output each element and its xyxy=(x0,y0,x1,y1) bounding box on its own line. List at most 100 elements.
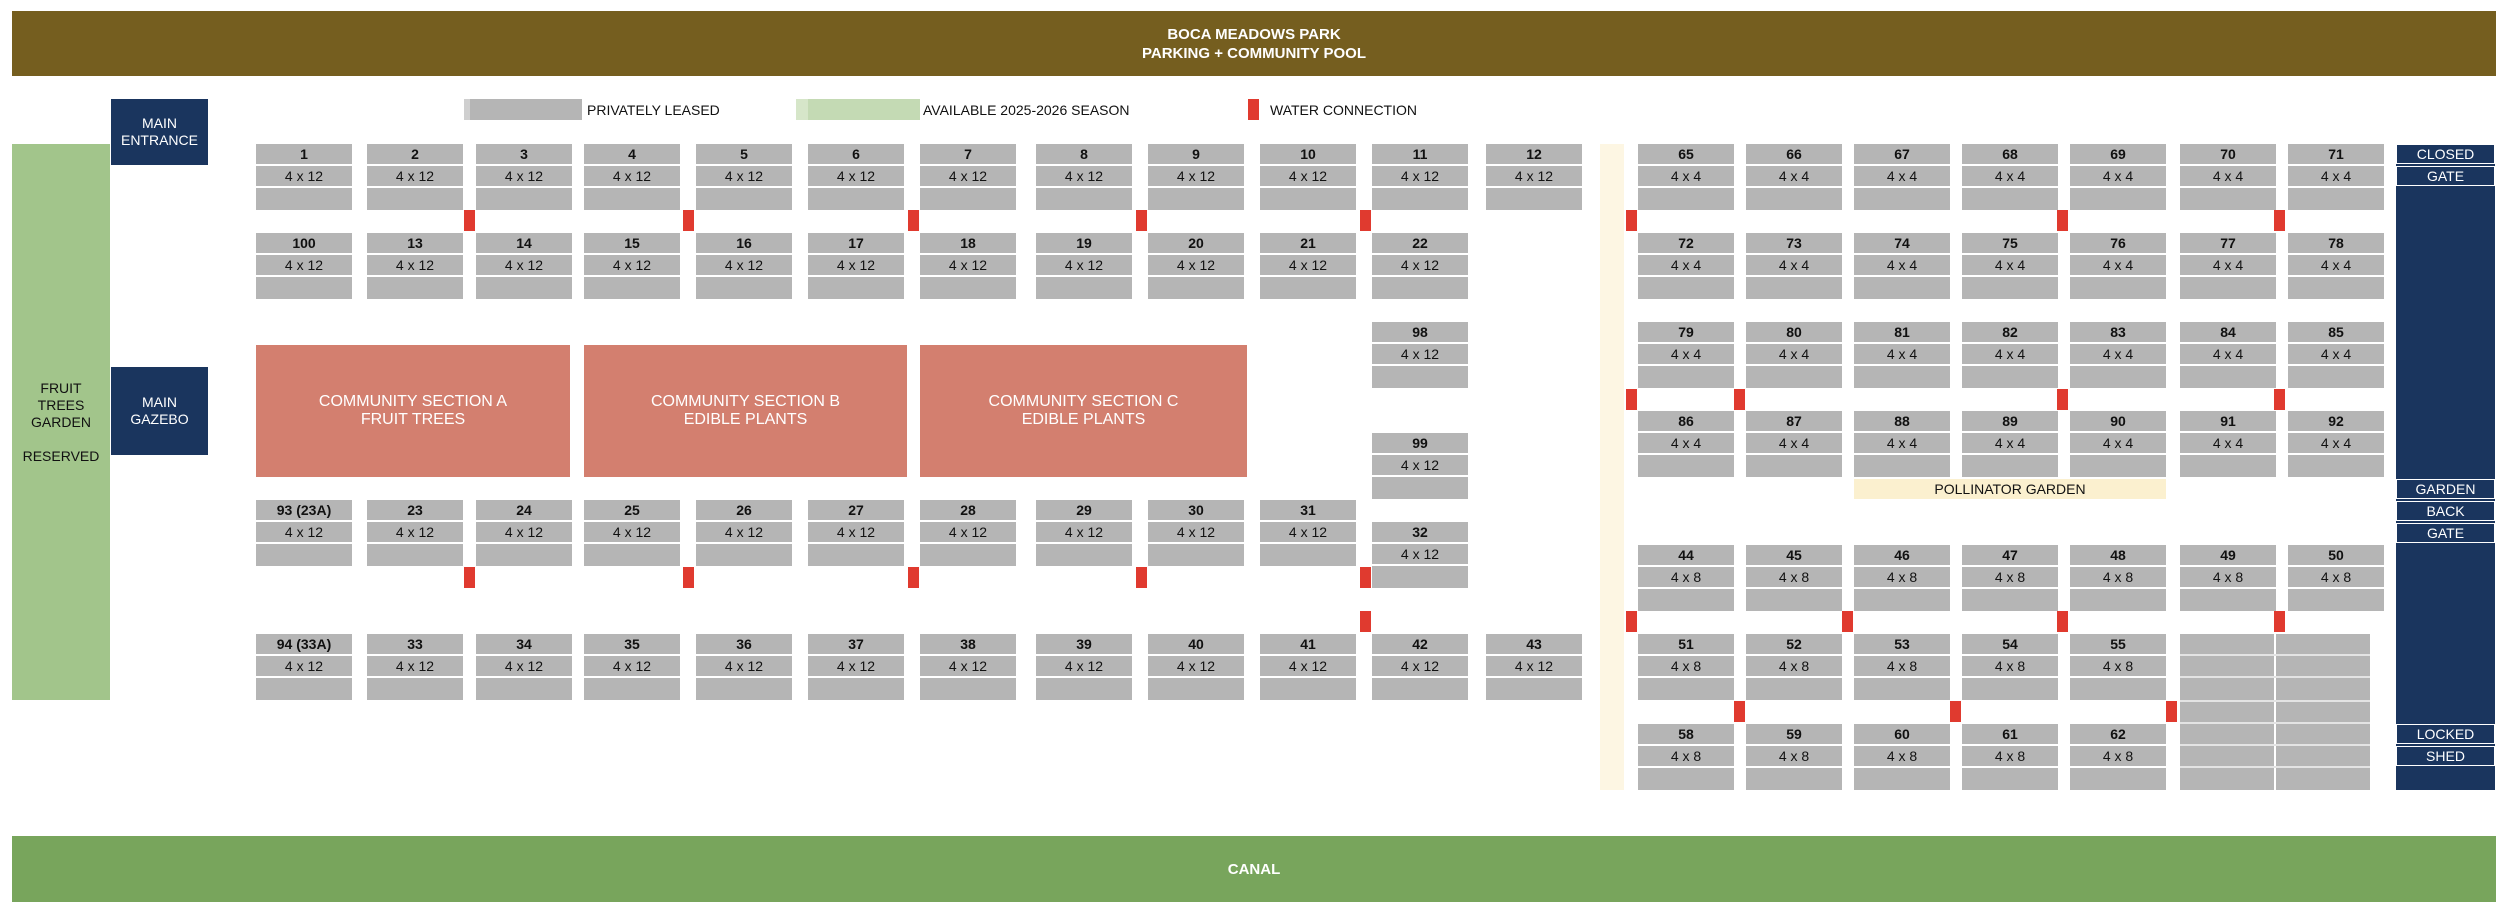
gate-label-gate-mid: GATE xyxy=(2396,523,2495,543)
water-connection xyxy=(683,567,694,588)
fruit-trees-line3: GARDEN xyxy=(31,413,91,430)
plot-footer xyxy=(1148,544,1244,566)
plot-footer xyxy=(2288,188,2384,210)
plot-footer xyxy=(1638,366,1734,388)
pollinator-garden: POLLINATOR GARDEN xyxy=(1854,479,2166,499)
water-connection xyxy=(1842,611,1853,632)
header-parking-pool: BOCA MEADOWS PARK PARKING + COMMUNITY PO… xyxy=(12,11,2496,76)
plot-number: 49 xyxy=(2180,545,2276,565)
plot-footer xyxy=(2180,366,2276,388)
plot-size: 4 x 12 xyxy=(1148,656,1244,676)
plot-size: 4 x 4 xyxy=(2070,255,2166,275)
water-connection xyxy=(2057,611,2068,632)
plot-size: 4 x 4 xyxy=(2180,433,2276,453)
plot-number: 20 xyxy=(1148,233,1244,253)
plot-footer xyxy=(1486,678,1582,700)
plot-footer xyxy=(256,277,352,299)
plot-footer xyxy=(1036,678,1132,700)
plot-number: 24 xyxy=(476,500,572,520)
water-connection xyxy=(908,567,919,588)
plot-number: 76 xyxy=(2070,233,2166,253)
legend-available-swatch xyxy=(796,99,920,120)
plot-size: 4 x 8 xyxy=(1854,567,1950,587)
plot-number: 84 xyxy=(2180,322,2276,342)
plot-footer xyxy=(1962,589,2058,611)
plot-footer xyxy=(2288,455,2384,477)
plot-footer xyxy=(1372,277,1468,299)
plot-footer xyxy=(1372,188,1468,210)
blank-plot-divider xyxy=(2180,744,2370,746)
plot-size: 4 x 4 xyxy=(1638,344,1734,364)
plot-footer xyxy=(1746,678,1842,700)
plot-number: 91 xyxy=(2180,411,2276,431)
plot-number: 3 xyxy=(476,144,572,164)
plot-number: 77 xyxy=(2180,233,2276,253)
plot-number: 42 xyxy=(1372,634,1468,654)
water-connection xyxy=(1734,389,1745,410)
plot-footer xyxy=(1148,188,1244,210)
plot-size: 4 x 4 xyxy=(1854,344,1950,364)
plot-size: 4 x 12 xyxy=(1148,255,1244,275)
plot-size: 4 x 8 xyxy=(1962,746,2058,766)
plot-footer xyxy=(367,188,463,210)
plot-footer xyxy=(2070,455,2166,477)
plot-number: 53 xyxy=(1854,634,1950,654)
plot-footer xyxy=(476,188,572,210)
plot-size: 4 x 12 xyxy=(920,255,1016,275)
legend-available-label: AVAILABLE 2025-2026 SEASON xyxy=(923,102,1130,118)
plot-size: 4 x 4 xyxy=(1854,433,1950,453)
plot-size: 4 x 8 xyxy=(1962,567,2058,587)
plot-size: 4 x 4 xyxy=(1854,166,1950,186)
gate-label-locked: LOCKED xyxy=(2396,724,2495,744)
plot-footer xyxy=(2070,768,2166,790)
water-connection xyxy=(464,210,475,231)
canal-label: CANAL xyxy=(1227,860,1281,878)
plot-footer xyxy=(1372,566,1468,588)
plot-number: 22 xyxy=(1372,233,1468,253)
plot-footer xyxy=(1854,678,1950,700)
plot-number: 72 xyxy=(1638,233,1734,253)
blank-plot-divider xyxy=(2180,766,2370,768)
plot-number: 85 xyxy=(2288,322,2384,342)
main-entrance: MAIN ENTRANCE xyxy=(111,99,208,165)
plot-footer xyxy=(476,544,572,566)
plot-size: 4 x 4 xyxy=(1638,433,1734,453)
plot-footer xyxy=(1036,544,1132,566)
plot-number: 50 xyxy=(2288,545,2384,565)
gate-label-shed: SHED xyxy=(2396,746,2495,766)
plot-size: 4 x 12 xyxy=(1260,656,1356,676)
plot-number: 2 xyxy=(367,144,463,164)
plot-number: 43 xyxy=(1486,634,1582,654)
legend-private-label: PRIVATELY LEASED xyxy=(587,102,720,118)
plot-size: 4 x 4 xyxy=(1962,255,2058,275)
plot-footer xyxy=(584,678,680,700)
legend-private-swatch xyxy=(464,99,582,120)
gate-label-gate-top: GATE xyxy=(2396,166,2495,186)
plot-number: 41 xyxy=(1260,634,1356,654)
plot-footer xyxy=(476,678,572,700)
plot-footer xyxy=(256,544,352,566)
plot-footer xyxy=(696,277,792,299)
plot-footer xyxy=(1260,188,1356,210)
plot-footer xyxy=(1260,544,1356,566)
plot-footer xyxy=(367,544,463,566)
community-c-subtitle: EDIBLE PLANTS xyxy=(1021,411,1146,428)
plot-size: 4 x 12 xyxy=(256,166,352,186)
